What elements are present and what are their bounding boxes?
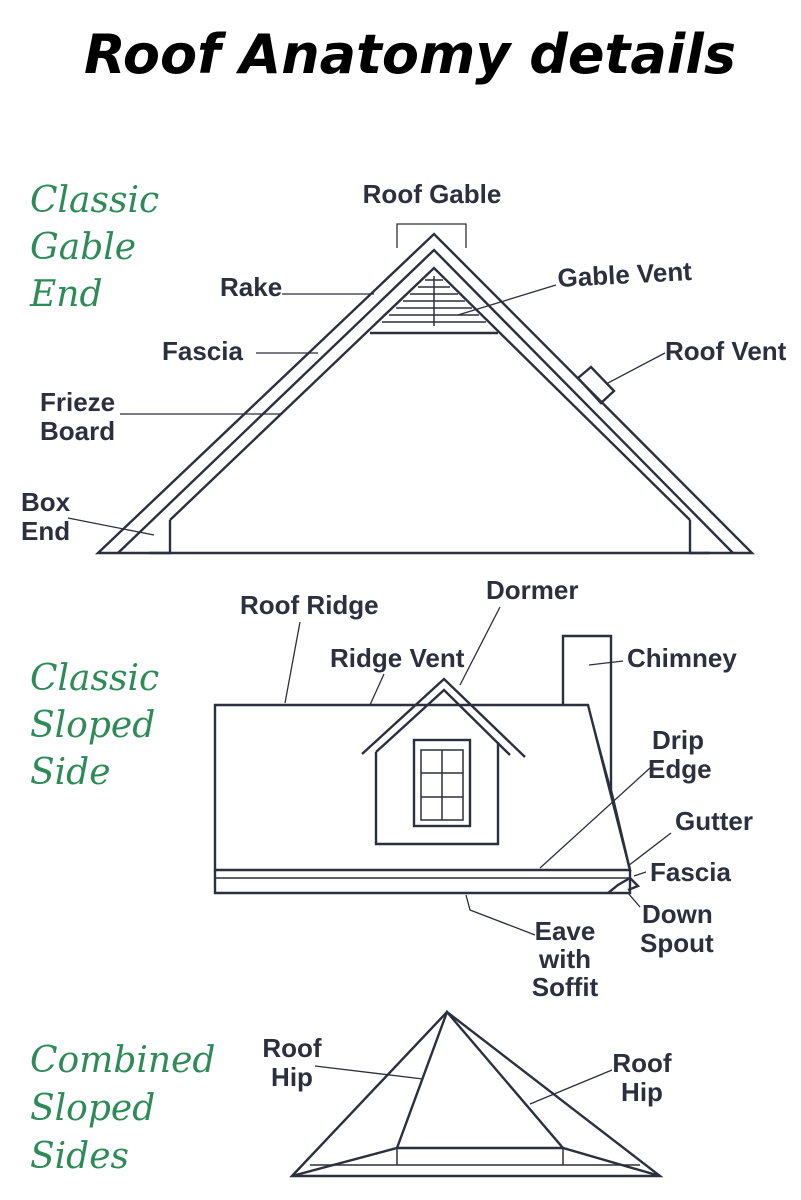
- section-sloped-line-3: Side: [30, 752, 111, 793]
- label-roof-ridge: Roof Ridge: [240, 590, 379, 620]
- gable-roof-vent: [576, 365, 616, 405]
- hip-eave: [291, 1146, 661, 1178]
- section-combined-line-3: Sides: [30, 1136, 129, 1177]
- label-drip: Drip: [652, 725, 704, 755]
- section-combined-line-1: Combined: [30, 1040, 215, 1081]
- hip-labels: Roof Hip Roof Hip: [262, 1033, 672, 1107]
- label-gable-fascia: Fascia: [162, 336, 243, 366]
- page-title: Roof Anatomy details: [84, 23, 736, 86]
- label-chimney: Chimney: [627, 643, 737, 673]
- label-hip-left-roof: Roof: [262, 1033, 322, 1063]
- label-hip-right-hip: Hip: [621, 1077, 663, 1107]
- chimney: [561, 634, 632, 871]
- label-edge: Edge: [648, 754, 712, 784]
- gable-inner-rake: [117, 248, 734, 554]
- chimney-edge: [587, 704, 612, 791]
- sloped-drawing: [213, 634, 641, 895]
- section-gable-line-2: Gable: [30, 227, 136, 268]
- gable-leaders: [67, 284, 666, 536]
- label-soffit: Soffit: [532, 972, 599, 1002]
- hip-drawing: [289, 1009, 664, 1178]
- label-dormer: Dormer: [486, 575, 578, 605]
- label-down: Down: [642, 899, 713, 929]
- dormer-outer-roof: [361, 677, 526, 758]
- gable-labels: Roof Gable Rake Gable Vent Fascia Roof V…: [21, 179, 787, 546]
- label-roof-vent: Roof Vent: [665, 336, 787, 366]
- section-label-gable: Classic Gable End: [29, 180, 159, 315]
- gable-fascia-line: [169, 266, 691, 521]
- hip-outline: [289, 1010, 664, 1178]
- section-gable-line-3: End: [29, 274, 103, 315]
- dormer-walls: [374, 742, 500, 846]
- gable-frieze-left: [150, 520, 172, 555]
- sloped-leaders: [284, 606, 672, 936]
- section-gable-line-1: Classic: [30, 180, 159, 221]
- gable-vent: [382, 276, 486, 326]
- sloped-eave-band: [213, 870, 632, 895]
- section-label-sloped: Classic Sloped Side: [30, 658, 159, 793]
- label-sloped-fascia: Fascia: [650, 857, 731, 887]
- label-box: Box: [21, 487, 71, 517]
- section-sloped-line-2: Sloped: [30, 705, 155, 746]
- section-label-combined: Combined Sloped Sides: [30, 1040, 215, 1177]
- hip-front-face: [395, 1009, 564, 1149]
- label-eave: Eave: [535, 916, 596, 946]
- sloped-labels: Roof Ridge Dormer Ridge Vent Chimney Dri…: [240, 575, 753, 1002]
- dormer-window-frame: [412, 738, 472, 828]
- label-with: with: [538, 944, 591, 974]
- dormer-window-muntins: [421, 750, 463, 820]
- gutter-spout: [607, 876, 641, 894]
- label-end: End: [21, 516, 70, 546]
- label-frieze: Frieze: [40, 387, 115, 417]
- roof-gable-bracket: [396, 223, 467, 248]
- section-sloped-line-1: Classic: [30, 658, 159, 699]
- gable-drawing: [94, 223, 755, 555]
- gable-frieze-right: [688, 520, 710, 555]
- hip-leaders: [314, 1065, 613, 1105]
- dormer-inner-roof: [375, 688, 511, 756]
- sloped-roof-plane: [213, 703, 632, 872]
- label-gable-vent: Gable Vent: [557, 256, 693, 293]
- label-spout: Spout: [640, 928, 714, 958]
- label-hip-left-hip: Hip: [271, 1062, 313, 1092]
- label-rake: Rake: [220, 272, 282, 302]
- label-ridge-vent: Ridge Vent: [330, 643, 465, 673]
- label-gutter: Gutter: [675, 806, 753, 836]
- label-board: Board: [40, 416, 115, 446]
- label-hip-right-roof: Roof: [612, 1048, 672, 1078]
- section-combined-line-2: Sloped: [30, 1088, 155, 1129]
- hip-eave-inner: [310, 1148, 640, 1166]
- label-roof-gable: Roof Gable: [363, 179, 502, 209]
